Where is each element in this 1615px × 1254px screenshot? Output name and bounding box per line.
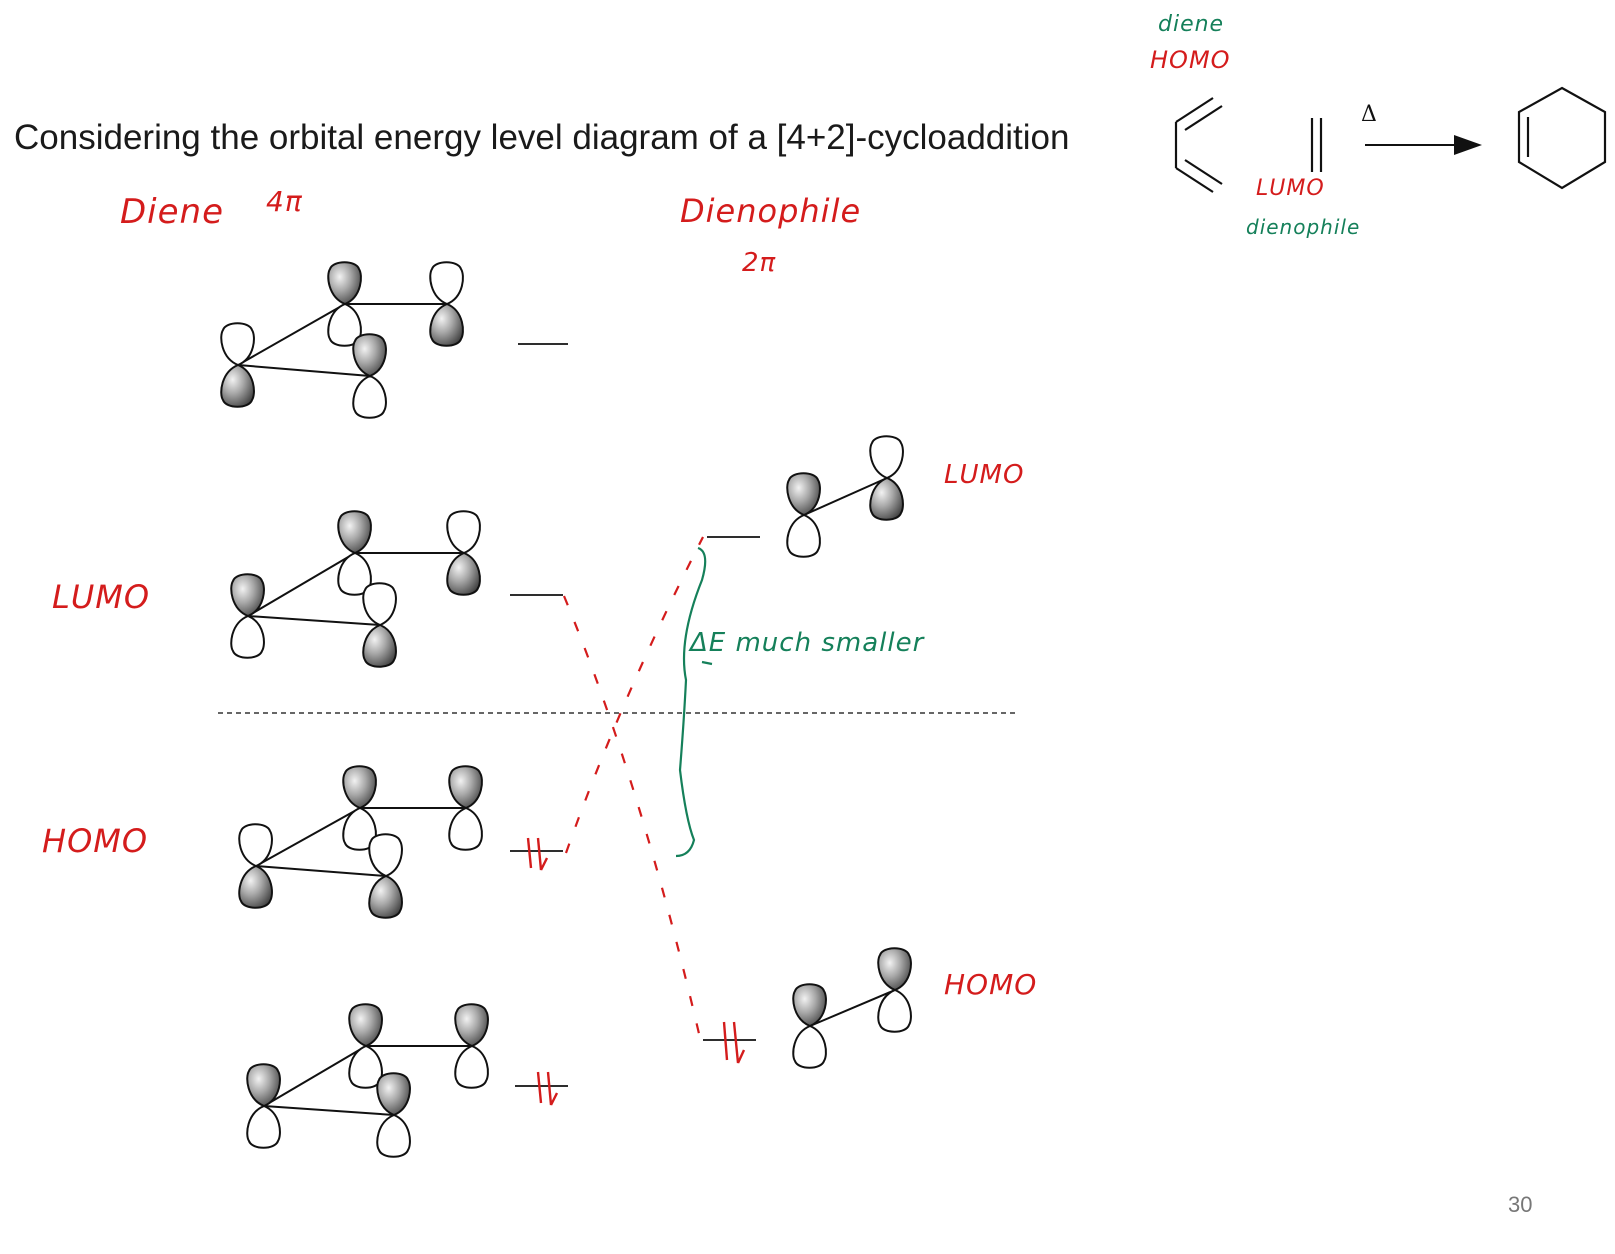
interaction-lines xyxy=(562,536,704,1039)
diene-header-label: Diene xyxy=(120,192,225,232)
dienophile-homo-label: HOMO xyxy=(944,968,1038,1001)
diene-psi1-orbitals xyxy=(246,1003,489,1158)
diene-lumo-label: LUMO xyxy=(52,578,151,616)
slide-title: Considering the orbital energy level dia… xyxy=(14,118,1070,157)
diene-electron-count: 4π xyxy=(266,185,303,218)
energy-levels xyxy=(510,343,760,1087)
dienophile-lumo-label: LUMO xyxy=(944,460,1025,490)
lumo-homo-interaction-line xyxy=(562,595,702,1039)
energy-gap-label: ΔE much smaller xyxy=(690,628,925,658)
electron-pairs xyxy=(526,837,746,1106)
energy-gap-bracket xyxy=(675,546,713,858)
reaction-diene-note-1: diene xyxy=(1158,12,1225,37)
electron-pair-diene-psi1 xyxy=(536,1071,559,1106)
diene-psi3-orbitals xyxy=(230,510,481,668)
diene-homo-orbitals xyxy=(238,765,483,919)
diene-structure xyxy=(1174,97,1223,193)
dienophile-structure xyxy=(1310,118,1323,172)
dienophile-header-label: Dienophile xyxy=(680,192,862,230)
dienophile-lumo-orbitals xyxy=(786,435,904,558)
dienophile-electron-count: 2π xyxy=(742,248,777,278)
reaction-dienophile-note-2: dienophile xyxy=(1246,215,1361,239)
diene-homo-label: HOMO xyxy=(42,822,149,860)
electron-pair-diene-homo xyxy=(526,837,549,871)
dienophile-homo-orbitals xyxy=(792,947,912,1069)
diene-psi4-orbitals xyxy=(220,261,464,419)
reaction-dienophile-note-1: LUMO xyxy=(1256,176,1325,201)
page-number: 30 xyxy=(1508,1192,1533,1217)
cyclohexene-structure xyxy=(1517,86,1607,190)
homo-lumo-interaction-line xyxy=(564,536,704,854)
electron-pair-dienophile-homo xyxy=(722,1021,746,1064)
reaction-diene-note-2: HOMO xyxy=(1150,46,1231,74)
heat-symbol: Δ xyxy=(1361,102,1378,127)
